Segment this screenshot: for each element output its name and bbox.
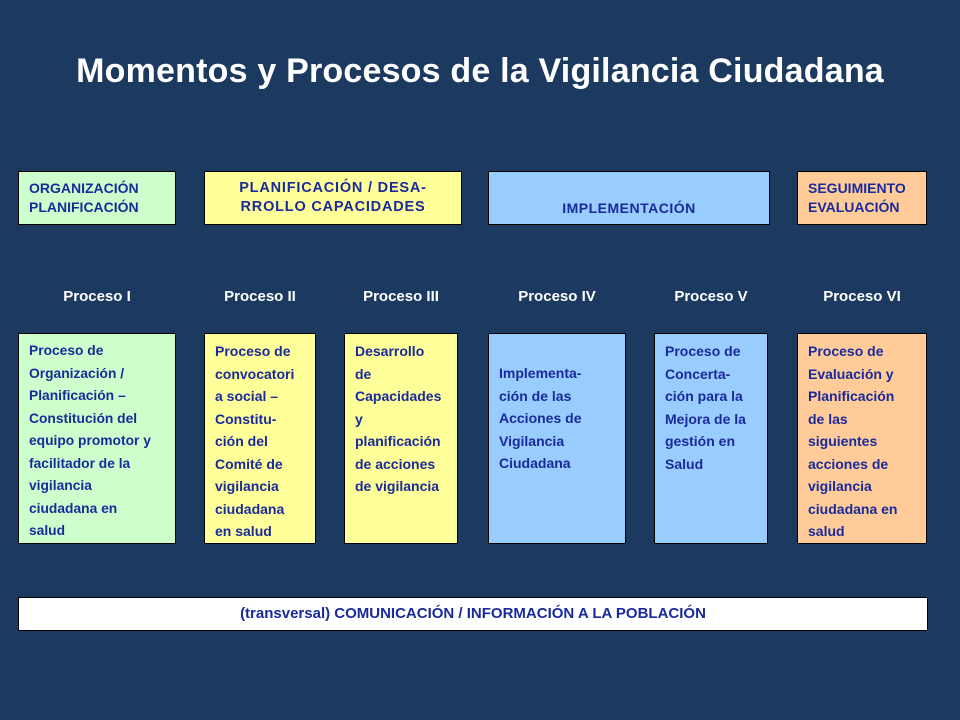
process-label-1: Proceso I <box>63 288 131 305</box>
transversal-bar: (transversal) COMUNICACIÓN / INFORMACIÓN… <box>18 597 928 631</box>
process-box-5: Proceso de Concerta- ción para la Mejora… <box>654 333 768 544</box>
process-box-3: Desarrollo de Capacidades y planificació… <box>344 333 458 544</box>
process-box-2: Proceso de convocatori a social – Consti… <box>204 333 316 544</box>
process-label-4: Proceso IV <box>518 288 596 305</box>
phase-planificacion-desarrollo: PLANIFICACIÓN / DESA- RROLLO CAPACIDADES <box>204 171 462 225</box>
process-box-1: Proceso de Organización / Planificación … <box>18 333 176 544</box>
phase-organizacion-planificacion: ORGANIZACIÓN PLANIFICACIÓN <box>18 171 176 225</box>
process-box-6: Proceso de Evaluación y Planificación de… <box>797 333 927 544</box>
phase-seguimiento-evaluacion: SEGUIMIENTO EVALUACIÓN <box>797 171 927 225</box>
page-title: Momentos y Procesos de la Vigilancia Ciu… <box>76 52 884 90</box>
phase-implementacion: IMPLEMENTACIÓN <box>488 171 770 225</box>
process-label-6: Proceso VI <box>823 288 901 305</box>
process-box-4: Implementa- ción de las Acciones de Vigi… <box>488 333 626 544</box>
process-label-5: Proceso V <box>674 288 748 305</box>
process-label-3: Proceso III <box>363 288 439 305</box>
process-label-2: Proceso II <box>224 288 296 305</box>
